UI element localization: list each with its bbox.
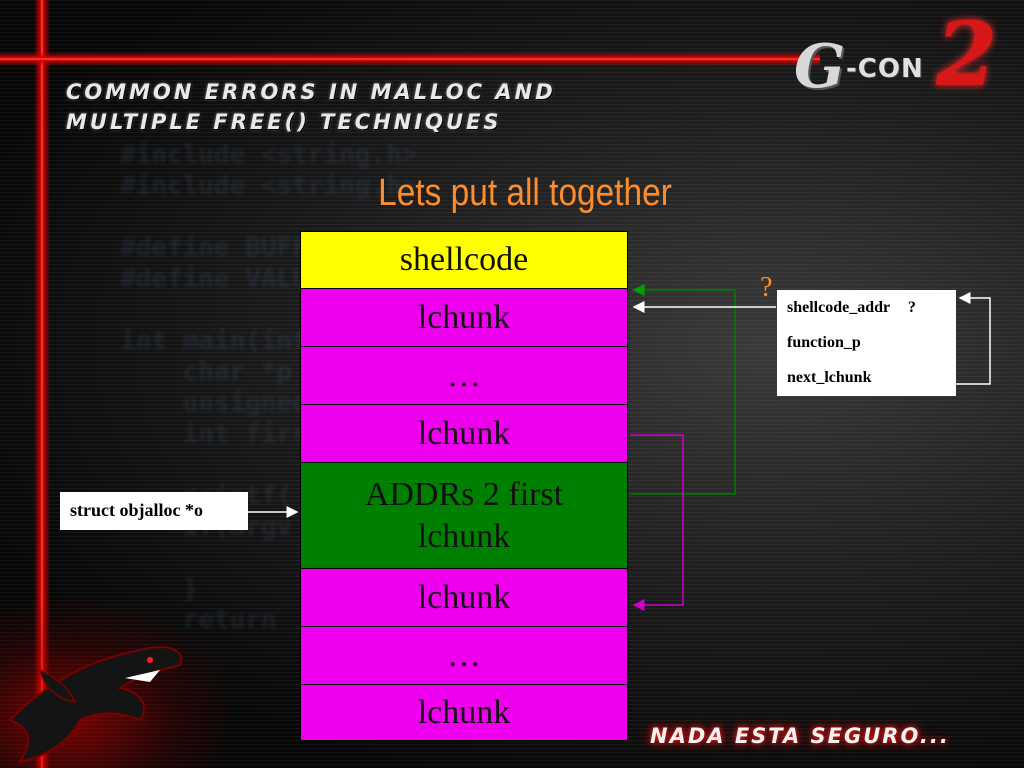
question-mark: ? [760,272,773,303]
addrs-label-line2: lchunk [417,517,511,555]
red-horizontal-line [0,52,820,66]
stack-cell-shellcode: shellcode [300,231,628,289]
function-p-field: function_p [787,334,861,351]
logo-g: G [794,32,846,102]
header-title-line1: COMMON ERRORS IN MALLOC AND [66,80,556,104]
stack-cell-lchunk: lchunk [300,288,628,347]
stack-cell-ellipsis: … [300,626,628,685]
shark-logo-image [8,646,182,764]
gcon-logo: G -CON 2 [790,2,1010,106]
shellcode-struct-box: shellcode_addr ? function_p next_lchunk [777,290,956,396]
logo-con: -CON [846,54,924,84]
stack-cell-lchunk: lchunk [300,568,628,627]
addrs-label-line1: ADDRs 2 first [364,475,564,513]
next-lchunk-field: next_lchunk [787,369,872,386]
lchunk-to-lchunk-arrow [630,434,684,611]
stack-cell-lchunk: lchunk [300,684,628,741]
slide-title: Lets put all together [378,172,672,214]
header-title-line2: MULTIPLE FREE() TECHNIQUES [66,110,502,134]
red-vertical-line [34,0,50,768]
next-lchunk-loop-arrow [956,292,991,385]
shellcode-field-row: shellcode_addr ? [787,299,956,334]
shellcode-addr-value: ? [907,299,916,316]
shellcode-addr-field: shellcode_addr [787,299,890,316]
logo-2: 2 [936,2,998,106]
footer-tagline: NADA ESTA SEGURO... [650,724,950,748]
struct-objalloc-label: struct objalloc *o [60,492,248,530]
